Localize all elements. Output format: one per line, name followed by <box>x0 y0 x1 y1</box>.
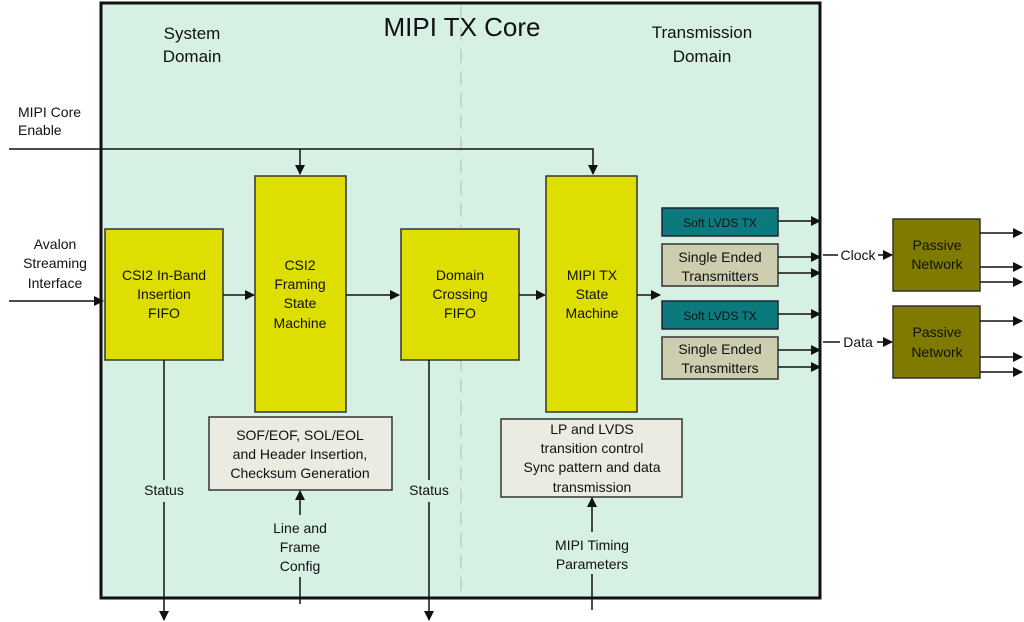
core-title: MIPI TX Core <box>383 12 540 42</box>
avalon-label-1: Avalon <box>34 236 77 252</box>
framing-sm-label-3: State <box>284 295 317 311</box>
mipi-sm-label-1: MIPI TX <box>567 267 618 283</box>
domain-fifo-label-3: FIFO <box>444 305 476 321</box>
framing-desc-line-1: SOF/EOF, SOL/EOL <box>236 427 364 443</box>
framing-desc-line-3: Checksum Generation <box>230 465 369 481</box>
system-domain-label-2: Domain <box>163 47 222 66</box>
avalon-label-3: Interface <box>28 275 83 291</box>
mipi-sm-label-2: State <box>576 286 609 302</box>
se-tx-1-label-1: Single Ended <box>678 249 761 265</box>
single-ended-tx-1-block <box>661 243 779 287</box>
mipi-desc-line-3: Sync pattern and data <box>524 459 661 475</box>
soft-lvds-tx-1-block <box>661 207 779 237</box>
csi2-framing-state-machine-block <box>254 175 347 413</box>
csi2-fifo-label-2: Insertion <box>137 286 191 302</box>
data-label: Data <box>843 334 873 350</box>
system-domain-label-1: System <box>164 24 221 43</box>
mipi-sm-label-3: Machine <box>566 305 619 321</box>
enable-line <box>9 148 598 175</box>
passive-network-1-block <box>892 218 981 292</box>
passive-2-label-2: Network <box>911 344 963 360</box>
status-1-label: Status <box>144 482 184 498</box>
passive-network-2-block <box>892 305 981 379</box>
line-frame-label-3: Config <box>280 558 320 574</box>
enable-label-2: Enable <box>18 122 62 138</box>
se-tx-1-label-2: Transmitters <box>681 268 758 284</box>
enable-label-1: MIPI Core <box>18 104 81 120</box>
timing-label-2: Parameters <box>556 556 628 572</box>
mipi-desc-line-1: LP and LVDS <box>550 421 634 437</box>
single-ended-tx-2-block <box>661 336 779 380</box>
se-tx-2-label-2: Transmitters <box>681 360 758 376</box>
timing-label-1: MIPI Timing <box>555 537 629 553</box>
avalon-label-2: Streaming <box>23 255 87 271</box>
se-tx-2-label-1: Single Ended <box>678 341 761 357</box>
passive-2-label-1: Passive <box>912 324 961 340</box>
line-frame-label-2: Frame <box>280 539 321 555</box>
transmission-domain-label-2: Domain <box>673 47 732 66</box>
status-2-label: Status <box>409 482 449 498</box>
framing-desc-line-2: and Header Insertion, <box>233 446 368 462</box>
soft-lvds-tx-2-block <box>661 300 779 330</box>
clock-label: Clock <box>840 247 876 263</box>
passive-1-label-1: Passive <box>912 237 961 253</box>
soft-lvds-tx-1-label: Soft LVDS TX <box>683 216 757 230</box>
soft-lvds-tx-2-label: Soft LVDS TX <box>683 309 757 323</box>
transmission-domain-label-1: Transmission <box>652 23 752 42</box>
passive-1-label-2: Network <box>911 256 963 272</box>
line-frame-label-1: Line and <box>273 520 327 536</box>
framing-sm-label-1: CSI2 <box>284 257 315 273</box>
mipi-desc-line-2: transition control <box>541 440 644 456</box>
mipi-description-block <box>500 418 683 498</box>
domain-crossing-fifo-block <box>400 228 520 361</box>
csi2-fifo-label-3: FIFO <box>148 305 180 321</box>
csi2-fifo-label-1: CSI2 In-Band <box>122 267 206 283</box>
domain-fifo-label-2: Crossing <box>432 286 487 302</box>
framing-description-block <box>208 416 393 491</box>
framing-sm-label-2: Framing <box>274 276 325 292</box>
domain-fifo-label-1: Domain <box>436 267 484 283</box>
mipi-desc-line-4: transmission <box>553 479 632 495</box>
framing-sm-label-4: Machine <box>274 315 327 331</box>
mipi-tx-state-machine-block <box>545 175 638 413</box>
